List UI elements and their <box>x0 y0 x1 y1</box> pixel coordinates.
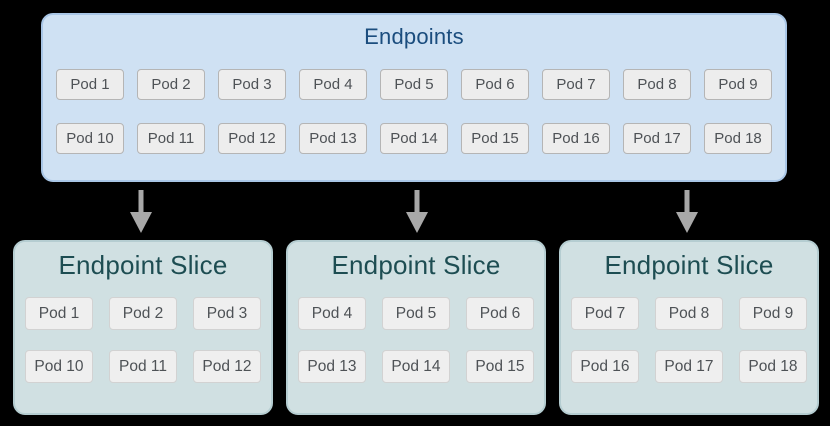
pod-box: Pod 10 <box>56 123 124 154</box>
pod-box: Pod 9 <box>704 69 772 100</box>
pod-box: Pod 13 <box>298 350 366 383</box>
pod-box: Pod 1 <box>25 297 93 330</box>
endpoint-slice-title: Endpoint Slice <box>58 250 228 280</box>
pod-box: Pod 17 <box>655 350 723 383</box>
pod-box: Pod 2 <box>137 69 205 100</box>
endpoints-pod-row-1: Pod 1 Pod 2 Pod 3 Pod 4 Pod 5 Pod 6 Pod 7 Pod 8… <box>43 69 785 100</box>
pod-box: Pod 17 <box>623 123 691 154</box>
arrow-head <box>676 212 698 233</box>
pod-box: Pod 12 <box>218 123 286 154</box>
pod-box: Pod 8 <box>655 297 723 330</box>
pod-box: Pod 14 <box>380 123 448 154</box>
endpoints-pod-row-2: Pod 10 Pod 11 Pod 12 Pod 13 Pod 14 Pod 15 Pod … <box>43 123 785 154</box>
pod-box: Pod 7 <box>542 69 610 100</box>
pod-box: Pod 1 <box>56 69 124 100</box>
endpoint-slice-title: Endpoint Slice <box>604 250 774 280</box>
pod-box: Pod 5 <box>382 297 450 330</box>
arrow-stem <box>684 190 690 213</box>
slice-1-pod-row-1: Pod 1 Pod 2 Pod 3 <box>15 297 271 330</box>
pod-box: Pod 11 <box>109 350 177 383</box>
pod-box: Pod 15 <box>461 123 529 154</box>
pod-box: Pod 11 <box>137 123 205 154</box>
slice-1-pod-row-2: Pod 10 Pod 11 Pod 12 <box>15 350 271 383</box>
slice-2-pod-row-2: Pod 13 Pod 14 Pod 15 <box>288 350 544 383</box>
slice-3-pod-row-2: Pod 16 Pod 17 Pod 18 <box>561 350 817 383</box>
pod-box: Pod 10 <box>25 350 93 383</box>
pod-box: Pod 3 <box>193 297 261 330</box>
pod-box: Pod 2 <box>109 297 177 330</box>
arrow-down-icon <box>406 190 428 233</box>
pod-box: Pod 18 <box>739 350 807 383</box>
pod-box: Pod 4 <box>299 69 367 100</box>
endpoint-slice-title: Endpoint Slice <box>331 250 501 280</box>
arrow-head <box>406 212 428 233</box>
slice-3-pod-row-1: Pod 7 Pod 8 Pod 9 <box>561 297 817 330</box>
pod-box: Pod 14 <box>382 350 450 383</box>
pod-box: Pod 16 <box>542 123 610 154</box>
pod-box: Pod 9 <box>739 297 807 330</box>
pod-box: Pod 6 <box>461 69 529 100</box>
pod-box: Pod 6 <box>466 297 534 330</box>
arrow-head <box>130 212 152 233</box>
pod-box: Pod 4 <box>298 297 366 330</box>
arrow-stem <box>414 190 420 213</box>
pod-box: Pod 3 <box>218 69 286 100</box>
arrow-down-icon <box>130 190 152 233</box>
pod-box: Pod 16 <box>571 350 639 383</box>
pod-box: Pod 5 <box>380 69 448 100</box>
pod-box: Pod 15 <box>466 350 534 383</box>
endpoints-title: Endpoints <box>364 24 464 49</box>
pod-box: Pod 13 <box>299 123 367 154</box>
arrow-down-icon <box>676 190 698 233</box>
endpoints-box: Endpoints Pod 1 Pod 2 Pod 3 Pod 4 Pod 5 Pod 6… <box>41 13 787 182</box>
slice-2-pod-row-1: Pod 4 Pod 5 Pod 6 <box>288 297 544 330</box>
pod-box: Pod 7 <box>571 297 639 330</box>
pod-box: Pod 18 <box>704 123 772 154</box>
pod-box: Pod 8 <box>623 69 691 100</box>
pod-box: Pod 12 <box>193 350 261 383</box>
arrow-stem <box>138 190 144 213</box>
